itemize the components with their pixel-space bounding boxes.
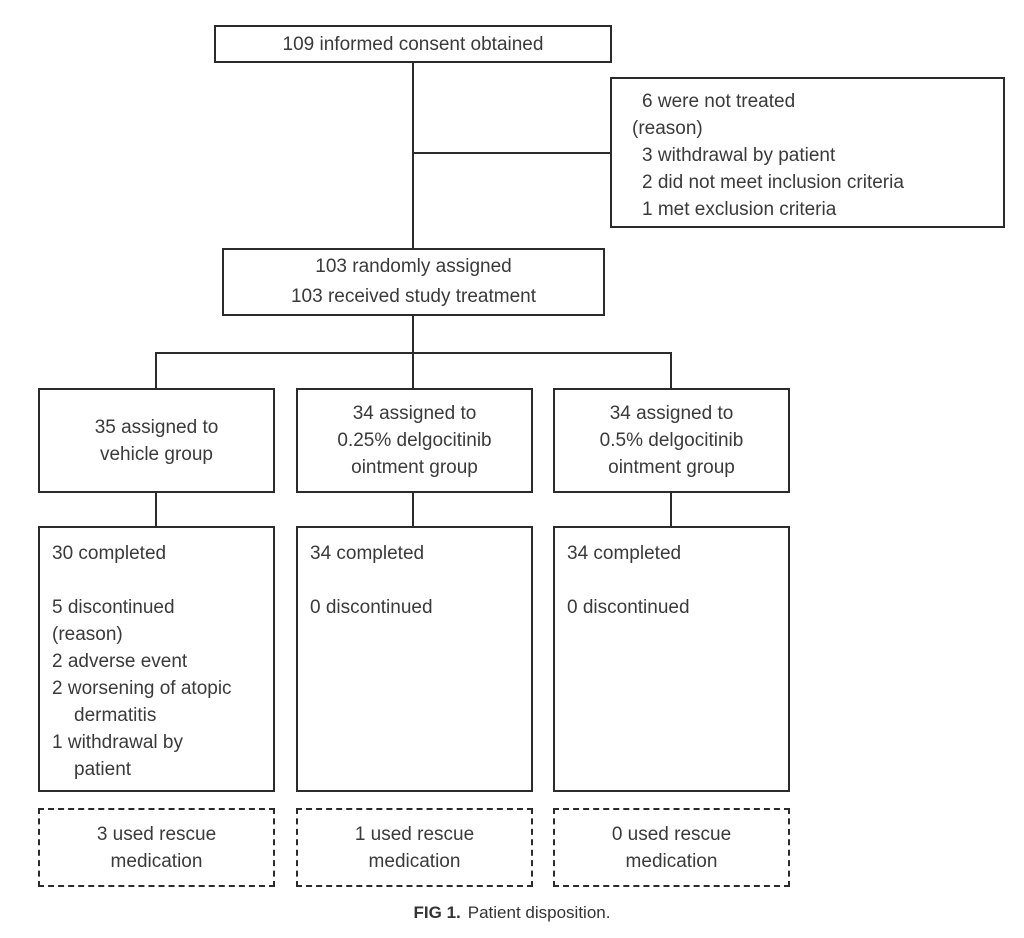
assigned-line: 34 assigned to [352,403,477,424]
randomized-line: 103 received study treatment [290,286,537,307]
outcome-line: patient [74,759,132,780]
outcome-line: 2 adverse event [52,651,188,672]
randomized-line: 103 randomly assigned [315,256,512,277]
connector-vehicle-to-outcome [155,493,157,526]
rescue-line: medication [110,850,203,872]
delgocitinib-05-group-outcome-box: 34 completed 0 discontinued [553,526,790,792]
rescue-line: medication [625,850,718,872]
outcome-line: 2 worsening of atopic [52,678,232,699]
connector-delgocitinib-025-to-outcome [412,493,414,526]
delgocitinib-025-group-outcome-box: 34 completed 0 discontinued [296,526,533,792]
rescue-line: 3 used rescue [96,823,217,845]
not-treated-line: (reason) [632,118,703,139]
not-treated-line: 2 did not meet inclusion criteria [642,172,904,193]
rescue-line: 0 used rescue [611,823,732,845]
outcome-line: 34 completed [310,543,425,564]
connector-split-to-vehicle [155,352,157,388]
delgocitinib-025-group-assigned-box: 34 assigned to 0.25% delgocitinib ointme… [296,388,533,493]
outcome-line: dermatitis [74,705,157,726]
assigned-line: vehicle group [99,443,214,465]
assigned-line: ointment group [351,457,478,478]
randomized-box: 103 randomly assigned 103 received study… [222,248,605,316]
assigned-line: 0.5% delgocitinib [599,430,744,451]
connector-to-not-treated [413,152,610,154]
consent-box: 109 informed consent obtained [214,25,612,63]
outcome-line: 34 completed [567,543,682,564]
connector-split-to-delgocitinib-05 [670,352,672,388]
connector-split-horizontal [155,352,672,354]
assigned-line: 0.25% delgocitinib [337,430,492,451]
outcome-line: 30 completed [52,543,167,564]
figure-caption: FIG 1. Patient disposition. [0,902,1024,924]
not-treated-line: 1 met exclusion criteria [642,199,837,220]
delgocitinib-05-group-assigned-box: 34 assigned to 0.5% delgocitinib ointmen… [553,388,790,493]
vehicle-group-outcome-box: 30 completed 5 discontinued (reason) 2 a… [38,526,275,792]
not-treated-box: 6 were not treated (reason) 3 withdrawal… [610,77,1005,228]
outcome-line: (reason) [52,624,123,645]
rescue-line: medication [368,850,461,872]
connector-consent-to-randomized [412,63,414,248]
consent-text: 109 informed consent obtained [282,33,544,55]
not-treated-line: 6 were not treated [642,91,796,112]
outcome-line: 5 discontinued [52,597,175,618]
assigned-line: 35 assigned to [94,416,219,438]
delgocitinib-025-group-rescue-box: 1 used rescue medication [296,808,533,887]
delgocitinib-05-group-rescue-box: 0 used rescue medication [553,808,790,887]
assigned-line: 34 assigned to [609,403,734,424]
outcome-line: 1 withdrawal by [52,732,183,753]
vehicle-group-assigned-box: 35 assigned to vehicle group [38,388,275,493]
outcome-line: 0 discontinued [310,597,433,618]
assigned-line: ointment group [608,457,735,478]
not-treated-line: 3 withdrawal by patient [642,145,836,166]
vehicle-group-rescue-box: 3 used rescue medication [38,808,275,887]
rescue-line: 1 used rescue [354,823,475,845]
outcome-line: 0 discontinued [567,597,690,618]
figure-caption-label: FIG 1. [413,903,461,922]
connector-delgocitinib-05-to-outcome [670,493,672,526]
figure-caption-text: Patient disposition. [467,903,611,922]
